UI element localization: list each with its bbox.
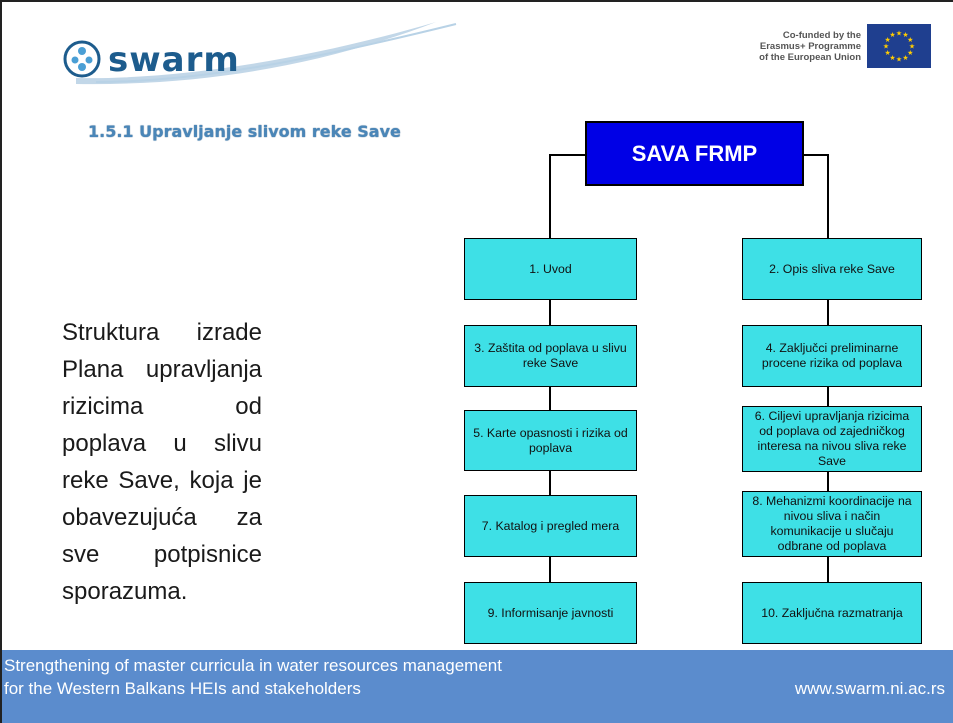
node-4-zakljucci: 4. Zaključci preliminarne procene rizika… bbox=[742, 325, 922, 387]
water-drops-icon bbox=[63, 40, 101, 78]
body-text: Struktura izrade Plana upravljanja rizic… bbox=[62, 319, 262, 605]
eu-star: ★ bbox=[896, 30, 902, 38]
logo-swoosh bbox=[76, 22, 457, 85]
node-9-informisanje: 9. Informisanje javnosti bbox=[464, 582, 637, 644]
eu-star: ★ bbox=[902, 31, 908, 39]
eu-star: ★ bbox=[885, 36, 891, 44]
node-8-mehanizmi: 8. Mehanizmi koordinacije na nivou sliva… bbox=[742, 491, 922, 557]
eu-cofunding-block: Co-funded by the Erasmus+ Programme of t… bbox=[759, 24, 931, 72]
eu-star: ★ bbox=[883, 43, 889, 51]
footer-url: www.swarm.ni.ac.rs bbox=[794, 679, 945, 698]
node-7-katalog: 7. Katalog i pregled mera bbox=[464, 495, 637, 557]
eu-star: ★ bbox=[885, 49, 891, 57]
eu-star: ★ bbox=[909, 43, 915, 51]
eu-star: ★ bbox=[896, 56, 902, 64]
eu-line-1: Co-funded by the bbox=[782, 30, 861, 41]
footer-line-1: Strengthening of master curricula in wat… bbox=[4, 656, 502, 675]
connector-root-right bbox=[804, 154, 829, 238]
eu-star: ★ bbox=[889, 31, 895, 39]
connector-root-left bbox=[549, 154, 585, 238]
node-1-uvod: 1. Uvod bbox=[464, 238, 637, 300]
node-2-opis: 2. Opis sliva reke Save bbox=[742, 238, 922, 300]
footer-band: Strengthening of master curricula in wat… bbox=[2, 650, 953, 723]
eu-line-2: Erasmus+ Programme bbox=[759, 41, 861, 52]
section-title: 1.5.1 Upravljanje slivom reke Save bbox=[88, 122, 401, 141]
eu-cofunding-text: Co-funded by the Erasmus+ Programme of t… bbox=[759, 30, 861, 63]
node-3-zastita: 3. Zaštita od poplava u slivu reke Save bbox=[464, 325, 637, 387]
eu-line-3: of the European Union bbox=[759, 52, 861, 63]
eu-star: ★ bbox=[907, 49, 913, 57]
diagram-root-node: SAVA FRMP bbox=[585, 121, 804, 186]
eu-flag-icon: ★★★★★★★★★★★★ bbox=[867, 24, 931, 68]
footer-line-2: for the Western Balkans HEIs and stakeho… bbox=[4, 679, 361, 698]
eu-star: ★ bbox=[902, 54, 908, 62]
eu-star: ★ bbox=[889, 54, 895, 62]
eu-star: ★ bbox=[907, 36, 913, 44]
node-5-karte: 5. Karte opasnosti i rizika od poplava bbox=[464, 410, 637, 471]
node-10-zakljucna: 10. Zaključna razmatranja bbox=[742, 582, 922, 644]
logo-text: swarm bbox=[108, 40, 240, 80]
node-6-ciljevi: 6. Ciljevi upravljanja rizicima od popla… bbox=[742, 406, 922, 472]
